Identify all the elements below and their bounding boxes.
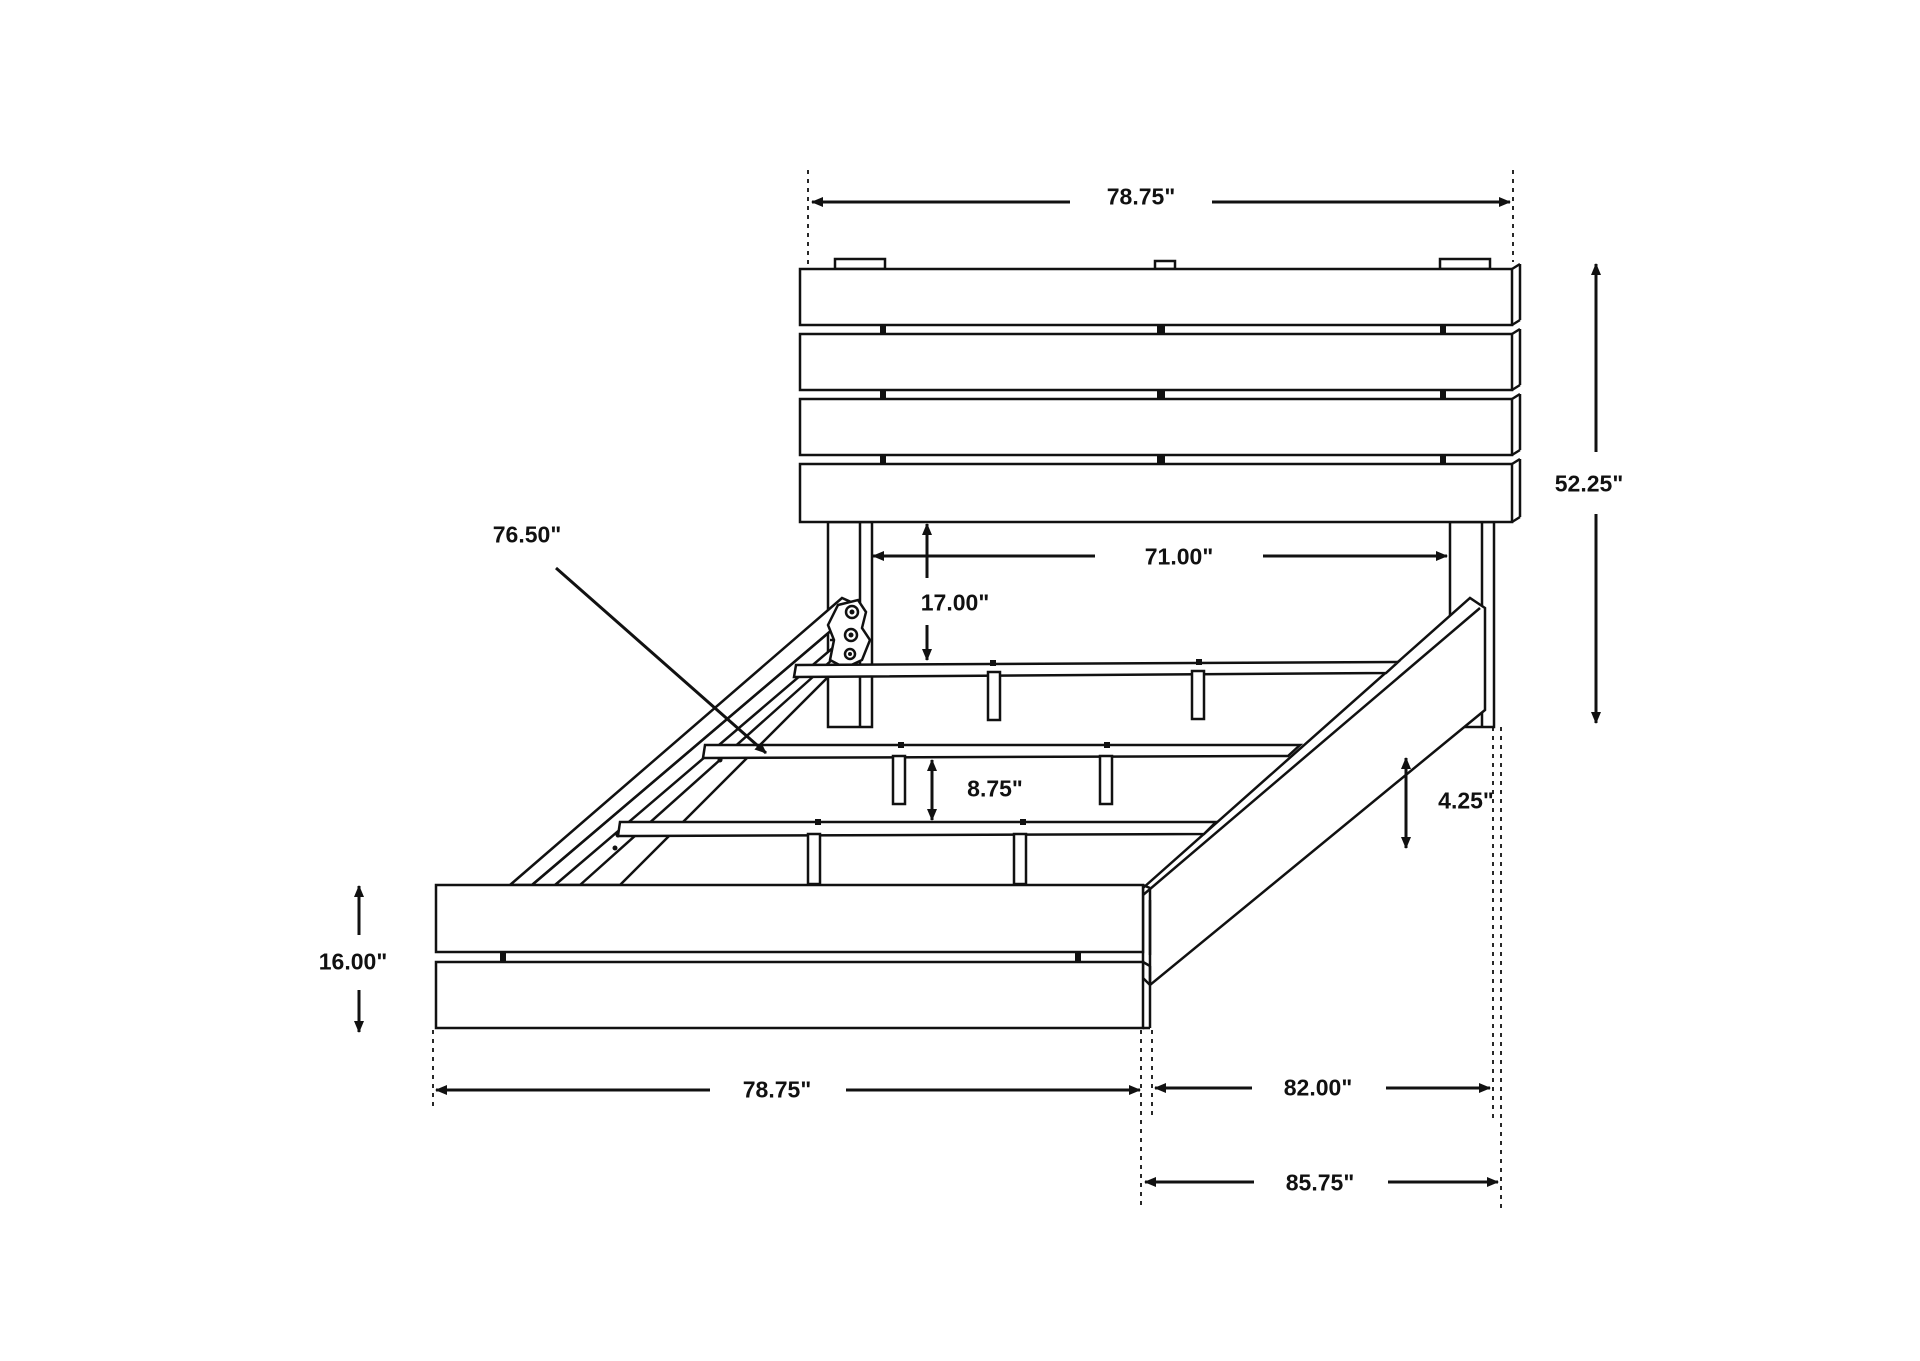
overall-length-label: 85.75" — [1285, 1169, 1355, 1196]
slat-spacing-label: 8.75" — [967, 775, 1023, 802]
footboard-width-label: 78.75" — [742, 1076, 812, 1103]
headboard-plank-4 — [798, 462, 1514, 524]
under-headboard-clearance-label: 17.00" — [920, 589, 990, 616]
inner-length-label: 82.00" — [1283, 1074, 1353, 1101]
footboard-height-label: 16.00" — [318, 948, 388, 975]
rail-bracket-hardware — [826, 598, 872, 670]
inner-width-label: 71.00" — [1144, 543, 1214, 570]
headboard-height-label: 52.25" — [1554, 470, 1624, 497]
headboard-plank-3 — [798, 397, 1514, 457]
footboard-plank-lower — [434, 960, 1145, 1030]
side-rail-height-label: 4.25" — [1438, 787, 1494, 814]
right-side-rail — [1141, 596, 1487, 987]
headboard-plank-1 — [798, 267, 1514, 327]
headboard-width-label: 78.75" — [1106, 183, 1176, 210]
footboard — [434, 883, 1152, 1030]
footboard-plank-upper — [434, 883, 1145, 954]
headboard-plank-2 — [798, 332, 1514, 392]
slats — [616, 659, 1402, 886]
side-rail-length-label: 76.50" — [492, 521, 562, 548]
dimension-lines — [354, 170, 1601, 1208]
